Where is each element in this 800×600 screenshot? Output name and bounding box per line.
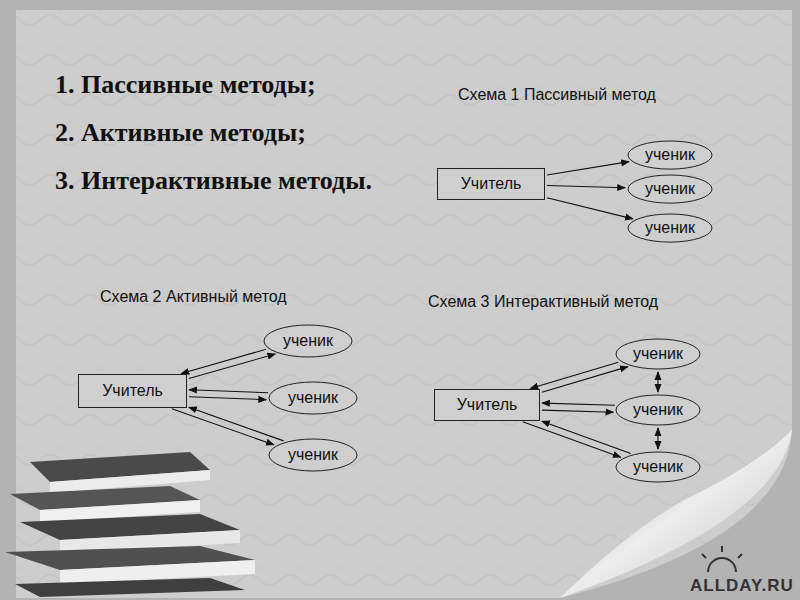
node-text: ученик bbox=[633, 458, 683, 476]
arrow-connector bbox=[547, 162, 629, 175]
arrow-connector bbox=[657, 428, 658, 449]
ellipse-shape bbox=[616, 395, 700, 425]
student-ellipse: ученик bbox=[268, 381, 358, 415]
arrow-connector bbox=[189, 397, 266, 400]
ellipse-shape bbox=[628, 214, 712, 242]
node-text: ученик bbox=[633, 401, 683, 419]
ellipse-shape bbox=[264, 325, 352, 357]
node-text: ученик bbox=[645, 219, 695, 237]
ellipse-shape bbox=[616, 452, 700, 482]
ellipse-shape bbox=[616, 339, 700, 369]
method-list-item: 3. Интерактивные методы. bbox=[55, 164, 389, 198]
node-text: ученик bbox=[645, 180, 695, 198]
student-ellipse: ученик bbox=[627, 174, 713, 204]
arrow-connector bbox=[547, 186, 625, 188]
scheme-caption: Схема 2 Активный метод bbox=[100, 288, 287, 306]
arrow-connector bbox=[189, 407, 284, 441]
arrow-connector bbox=[189, 354, 275, 379]
arrow-connector bbox=[523, 422, 621, 458]
student-ellipse: ученик bbox=[615, 338, 701, 370]
books-illustration bbox=[5, 452, 255, 597]
arrow-connector bbox=[547, 198, 633, 219]
method-list-item: 2. Активные методы; bbox=[55, 116, 389, 150]
arrow-connector bbox=[542, 410, 613, 412]
node-text: Учитель bbox=[461, 175, 522, 193]
teacher-box: Учитель bbox=[434, 389, 540, 421]
node-text: ученик bbox=[288, 446, 338, 464]
arrow-connector bbox=[542, 367, 628, 393]
paper-sheet bbox=[16, 10, 792, 598]
page-curl bbox=[560, 430, 792, 598]
watermark: ALLDAY.RU bbox=[690, 576, 794, 596]
node-text: ученик bbox=[283, 332, 333, 350]
scheme-caption: Схема 3 Интерактивный метод bbox=[428, 293, 658, 311]
student-ellipse: ученик bbox=[268, 438, 358, 472]
teacher-box: Учитель bbox=[78, 374, 187, 408]
ellipse-shape bbox=[628, 141, 712, 169]
teacher-box: Учитель bbox=[437, 168, 545, 200]
node-text: ученик bbox=[645, 146, 695, 164]
arrow-connector bbox=[657, 372, 658, 392]
watermark-sun bbox=[702, 546, 742, 572]
ellipse-shape bbox=[269, 439, 357, 471]
student-ellipse: ученик bbox=[615, 394, 701, 426]
arrow-connector bbox=[542, 421, 631, 453]
node-text: ученик bbox=[288, 389, 338, 407]
student-ellipse: ученик bbox=[627, 213, 713, 243]
ellipse-shape bbox=[628, 175, 712, 203]
ellipse-shape bbox=[269, 382, 357, 414]
scheme-caption: Схема 1 Пассивный метод bbox=[458, 86, 656, 104]
method-list-item: 1. Пассивные методы; bbox=[55, 68, 389, 102]
node-text: ученик bbox=[633, 345, 683, 363]
node-text: Учитель bbox=[102, 382, 163, 400]
arrow-connector bbox=[530, 362, 618, 388]
arrow-connector bbox=[181, 349, 266, 373]
arrow-connector bbox=[542, 403, 615, 405]
student-ellipse: ученик bbox=[263, 324, 353, 358]
student-ellipse: ученик bbox=[615, 451, 701, 483]
arrow-connector bbox=[189, 390, 268, 393]
arrow-connector bbox=[172, 409, 274, 445]
student-ellipse: ученик bbox=[627, 140, 713, 170]
node-text: Учитель bbox=[457, 396, 518, 414]
